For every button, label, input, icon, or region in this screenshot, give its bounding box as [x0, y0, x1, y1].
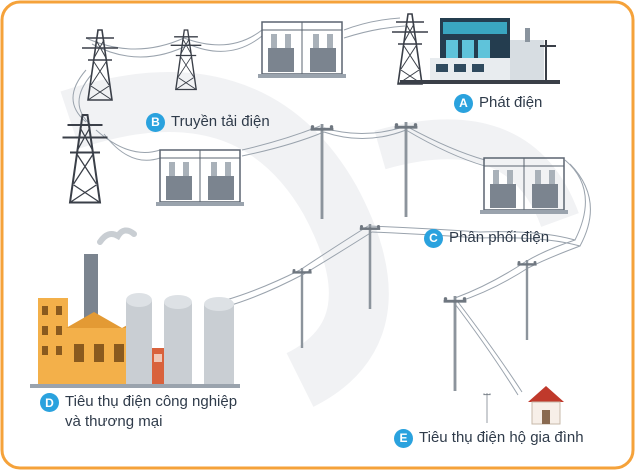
stage-c-badge: C — [424, 228, 443, 248]
stage-b-label: B Truyền tải điện — [146, 112, 270, 132]
stage-a-badge: A — [454, 93, 473, 113]
stage-b-badge: B — [146, 112, 165, 132]
stage-a-text: Phát điện — [479, 94, 543, 111]
stage-e-label: E Tiêu thụ điện hộ gia đình — [394, 428, 584, 448]
substation-icon — [257, 21, 347, 79]
stage-c-label: C Phân phối điện — [424, 228, 549, 248]
watermark-shape — [60, 72, 389, 407]
house-icon — [528, 386, 564, 425]
stage-b-text: Truyền tải điện — [171, 113, 270, 130]
stage-e-badge: E — [394, 428, 413, 448]
stage-e-text: Tiêu thụ điện hộ gia đình — [419, 429, 584, 446]
stage-d-text-line1: Tiêu thụ điện công nghiệp — [65, 393, 238, 410]
power-plant-icon — [400, 18, 560, 84]
stage-d-text-line2: và thương mại — [65, 413, 163, 430]
factory-icon — [30, 227, 240, 388]
substation-icon — [479, 157, 569, 215]
stage-d-badge: D — [40, 393, 59, 412]
stage-a-label: A Phát điện — [454, 93, 542, 113]
substation-icon — [155, 149, 245, 207]
stage-c-text: Phân phối điện — [449, 229, 550, 246]
stage-d-label: D Tiêu thụ điện công nghiệp và thương mạ… — [40, 392, 237, 432]
